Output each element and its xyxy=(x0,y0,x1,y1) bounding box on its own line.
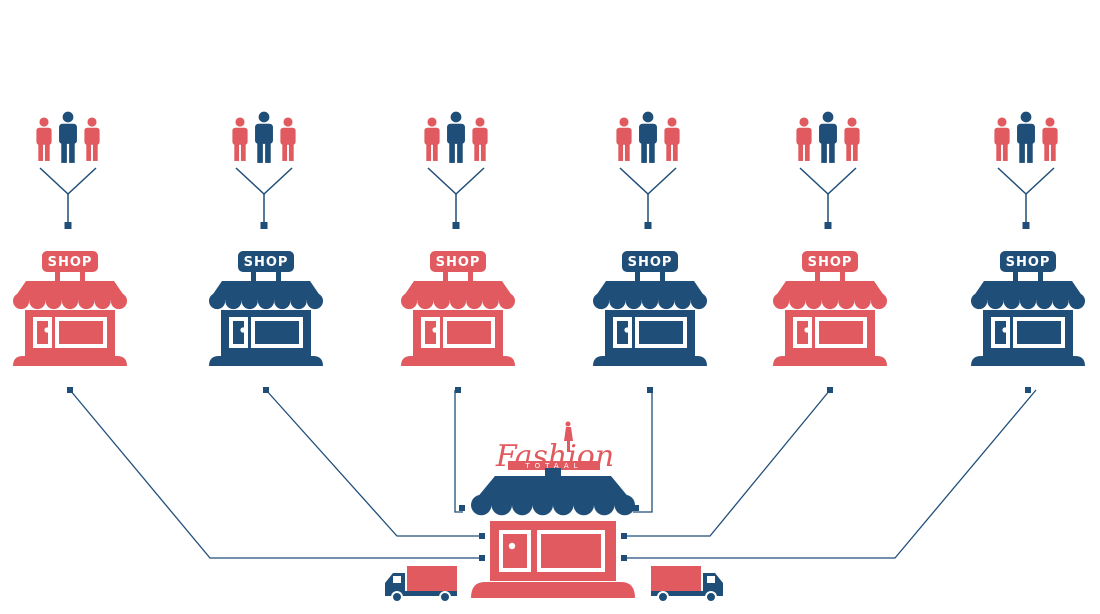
brand-subtitle: TOTAAL xyxy=(524,462,582,470)
trucks xyxy=(385,566,723,603)
shop-1: SHOP xyxy=(13,251,127,393)
connector-line xyxy=(633,390,653,513)
shop-sign xyxy=(238,251,294,272)
people-group-icon xyxy=(36,111,100,229)
shop-4: SHOP xyxy=(593,251,708,393)
shop-label: SHOP xyxy=(1006,255,1051,270)
shop-3: SHOP xyxy=(401,251,515,393)
people-group-icon xyxy=(796,111,860,229)
shop-6: SHOP xyxy=(971,251,1085,393)
brand-sub-bar xyxy=(508,461,600,470)
connector-line xyxy=(454,390,463,513)
shop-sign xyxy=(430,251,486,272)
warehouse-store-icon xyxy=(471,468,635,598)
shop-2: SHOP xyxy=(209,251,323,393)
central-hub: Fashion TOTAAL xyxy=(471,421,635,598)
people-group-icon xyxy=(994,111,1058,229)
shop-label: SHOP xyxy=(628,255,673,270)
people-group-icon xyxy=(424,111,488,229)
shop-label: SHOP xyxy=(244,255,289,270)
shop-sign xyxy=(42,251,98,272)
shop-label: SHOP xyxy=(808,255,853,270)
people-group-icon xyxy=(616,111,680,229)
shop-5: SHOP xyxy=(773,251,888,393)
shop-sign xyxy=(1000,251,1056,272)
woman-figure-icon xyxy=(564,421,573,452)
brand-logo: Fashion TOTAAL xyxy=(495,421,614,474)
delivery-truck-icon xyxy=(651,566,723,603)
customer-groups xyxy=(36,111,1058,229)
connector-line xyxy=(265,389,481,537)
people-group-icon xyxy=(232,111,296,229)
delivery-truck-icon xyxy=(385,566,457,603)
connector-line xyxy=(625,389,1037,559)
shop-label: SHOP xyxy=(436,255,481,270)
connector-lines xyxy=(69,389,1037,561)
shop-sign xyxy=(622,251,678,272)
connector-line xyxy=(69,389,481,559)
shop-sign xyxy=(802,251,858,272)
shop-label: SHOP xyxy=(48,255,93,270)
connector-line xyxy=(625,389,831,537)
shops-row: SHOP SHOP SHOP SHOP SHOP SHOP xyxy=(13,251,1085,393)
